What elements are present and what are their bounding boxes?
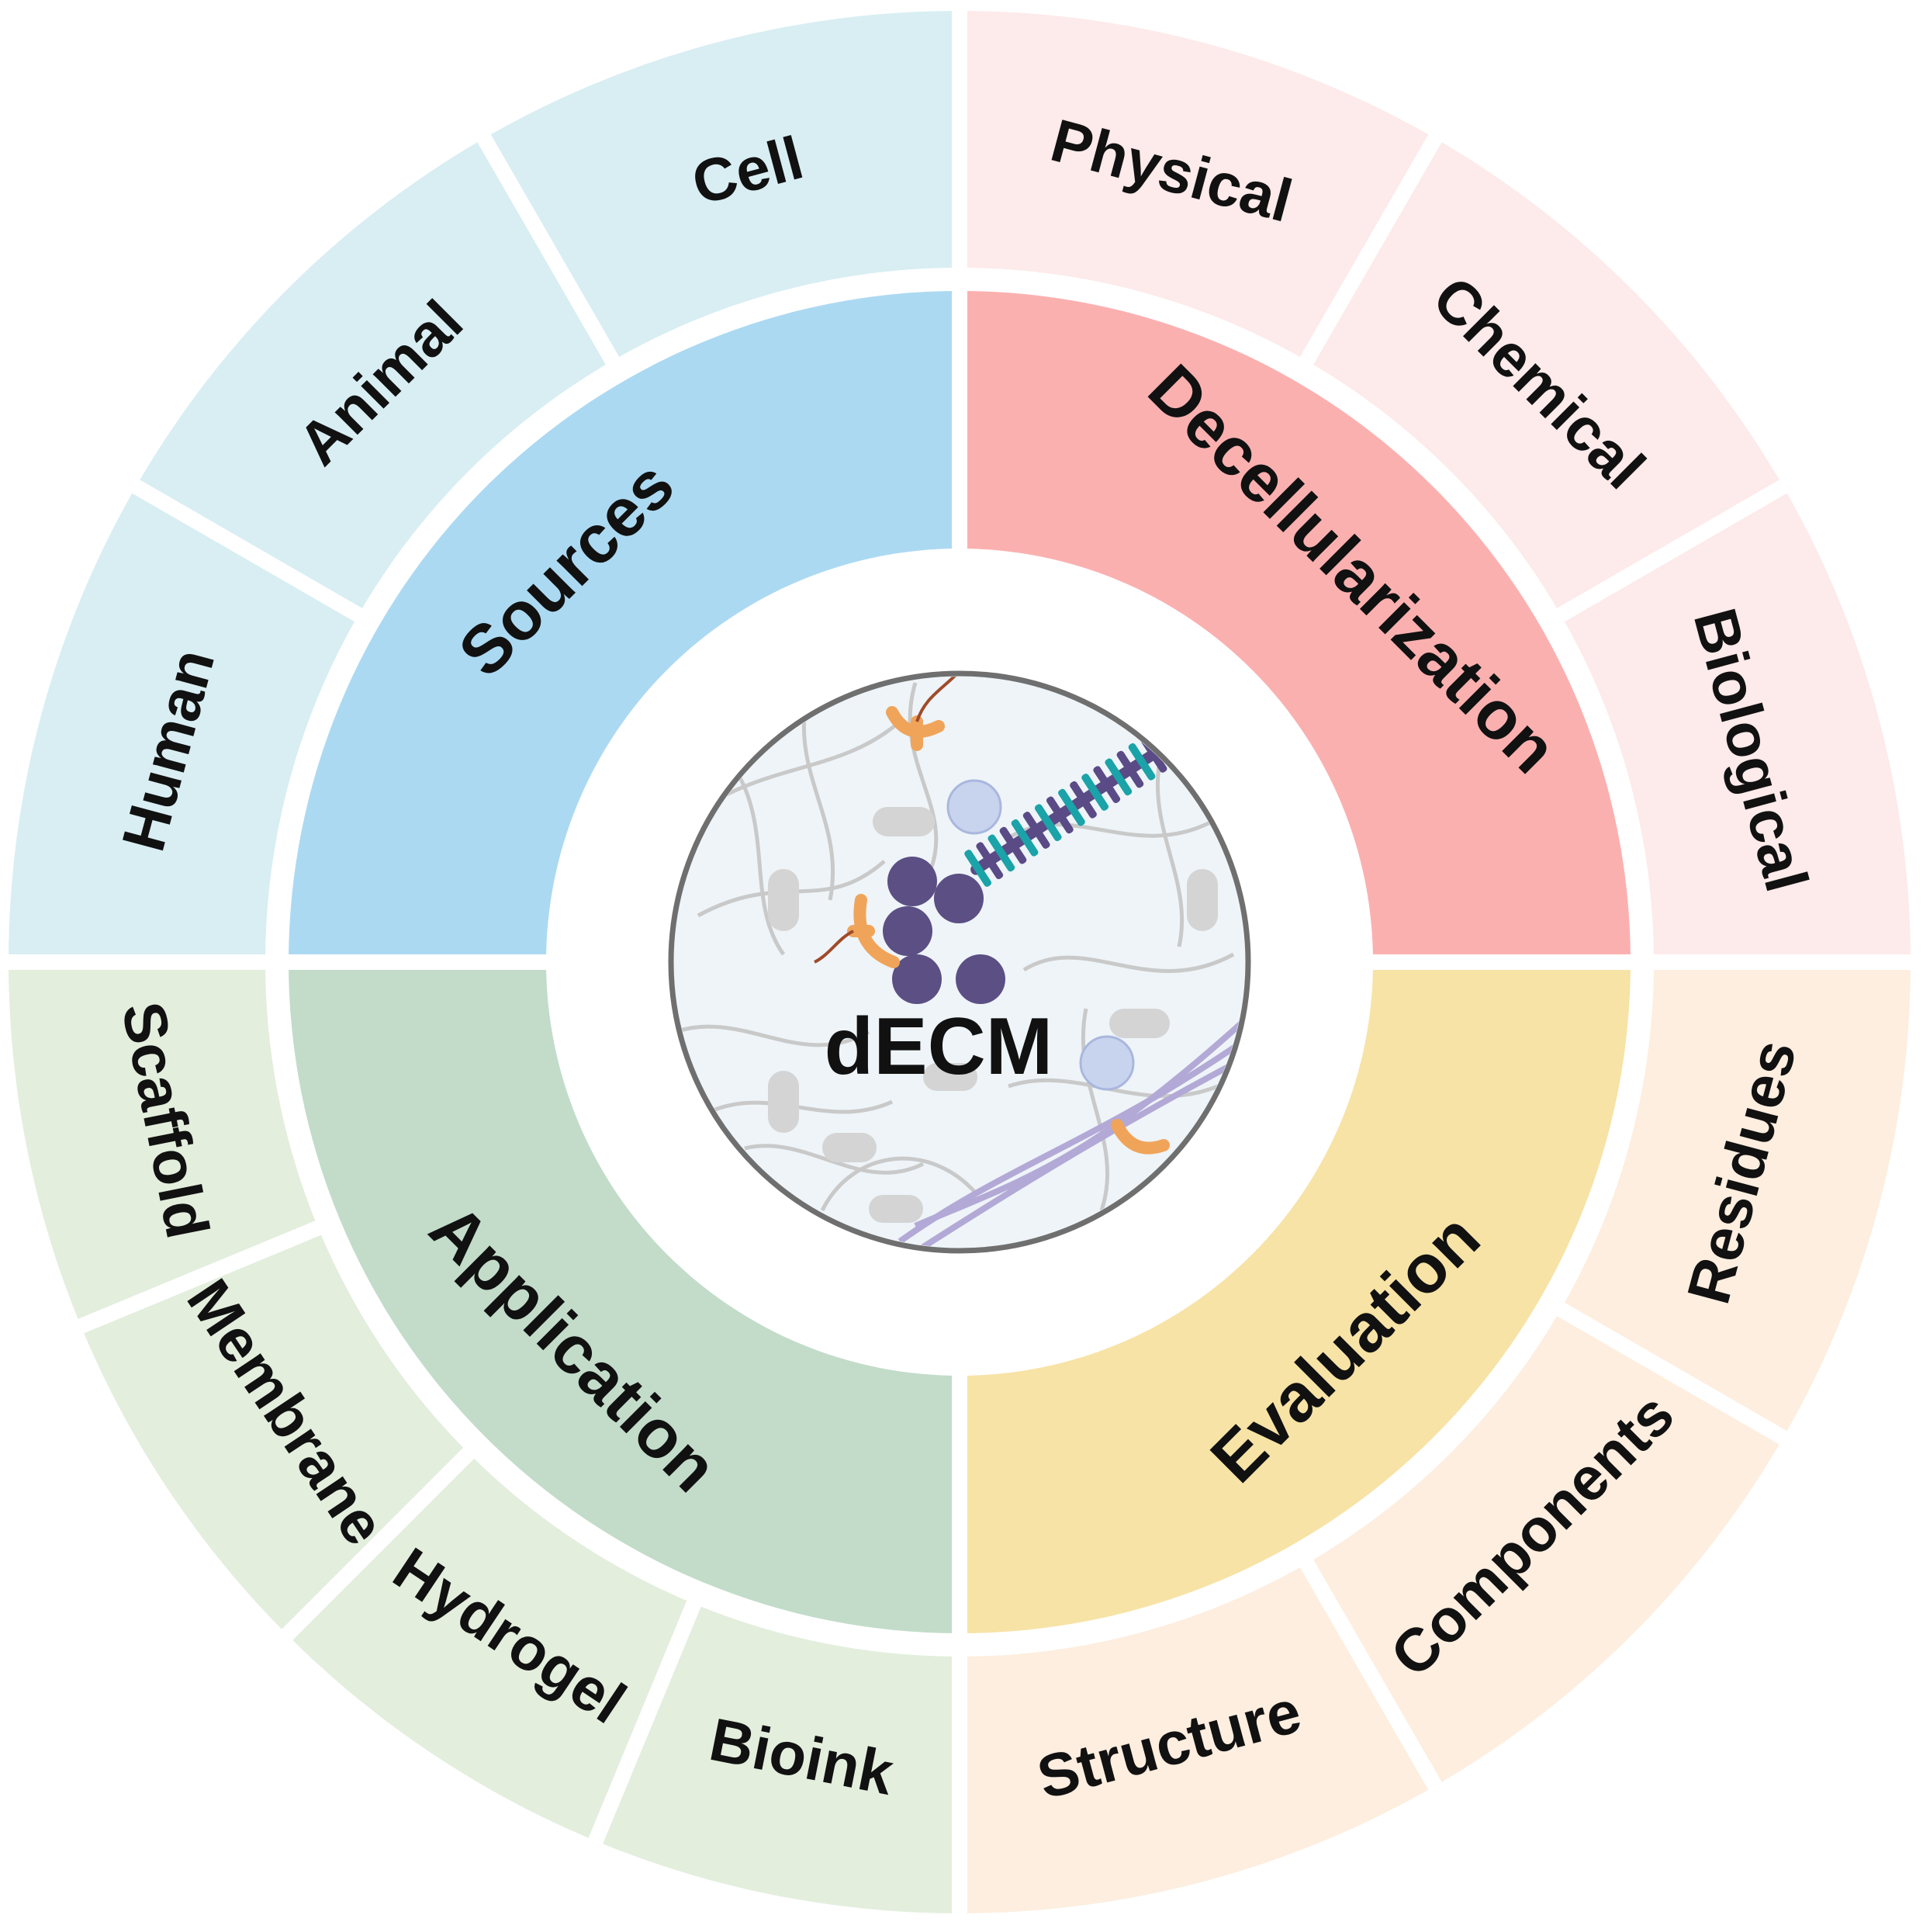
segment-divider — [71, 1217, 329, 1337]
collagen-stripe — [1116, 750, 1144, 788]
collagen-stripe — [1011, 819, 1039, 857]
segment-scaffold — [9, 962, 319, 1327]
collagen-stripe — [1046, 796, 1074, 834]
collagen-stripe — [1034, 804, 1062, 842]
collagen-stripe — [1022, 812, 1050, 849]
center-disc: dECM — [668, 670, 1251, 1254]
center-border — [668, 670, 1251, 1254]
segment-structure — [960, 1563, 1435, 1913]
quadrant-sources — [289, 291, 960, 962]
segment-physical — [960, 11, 1435, 361]
segment-hydrogel — [287, 1452, 694, 1841]
segment-divider — [1295, 1553, 1446, 1797]
collagen-stripe — [1093, 766, 1121, 804]
collagen-stripe — [1105, 758, 1133, 796]
center-label: dECM — [825, 1002, 1053, 1092]
segment-divider — [1550, 1298, 1794, 1449]
collagen-stripe — [987, 834, 1015, 872]
segment-residues — [1561, 962, 1911, 1438]
segment-divider — [275, 1442, 480, 1646]
segment-chemical — [1306, 138, 1783, 615]
segment-biological — [1561, 486, 1911, 962]
segment-divider — [125, 476, 369, 626]
center-background — [669, 672, 1250, 1252]
collagen-stripe — [1070, 781, 1097, 819]
collagen-stripe — [1058, 788, 1085, 826]
segment-divider — [1295, 127, 1446, 372]
segment-divider — [473, 127, 624, 372]
quadrant-evaluation — [960, 962, 1631, 1633]
segment-membrane — [81, 1227, 469, 1635]
segment-cell — [484, 11, 960, 361]
collagen-stripe — [1081, 774, 1108, 811]
quadrant-application — [289, 962, 960, 1633]
segment-components — [1306, 1309, 1783, 1786]
segment-divider — [1550, 476, 1794, 626]
collagen-stripe — [999, 826, 1027, 864]
inner-ring — [281, 283, 1638, 1641]
extracellular-matrix-illustration — [674, 677, 1245, 1248]
collagen-stripe — [976, 842, 1004, 880]
segment-divider — [585, 1593, 704, 1851]
segment-animal — [136, 138, 613, 615]
segment-human — [9, 486, 358, 962]
quadrant-decellularization — [960, 291, 1631, 962]
outer-ring — [1, 3, 1918, 1921]
collagen-stripe — [1128, 743, 1156, 781]
collagen-stripe — [964, 850, 992, 887]
segment-bioink — [595, 1603, 960, 1913]
separators — [1, 3, 1918, 1921]
